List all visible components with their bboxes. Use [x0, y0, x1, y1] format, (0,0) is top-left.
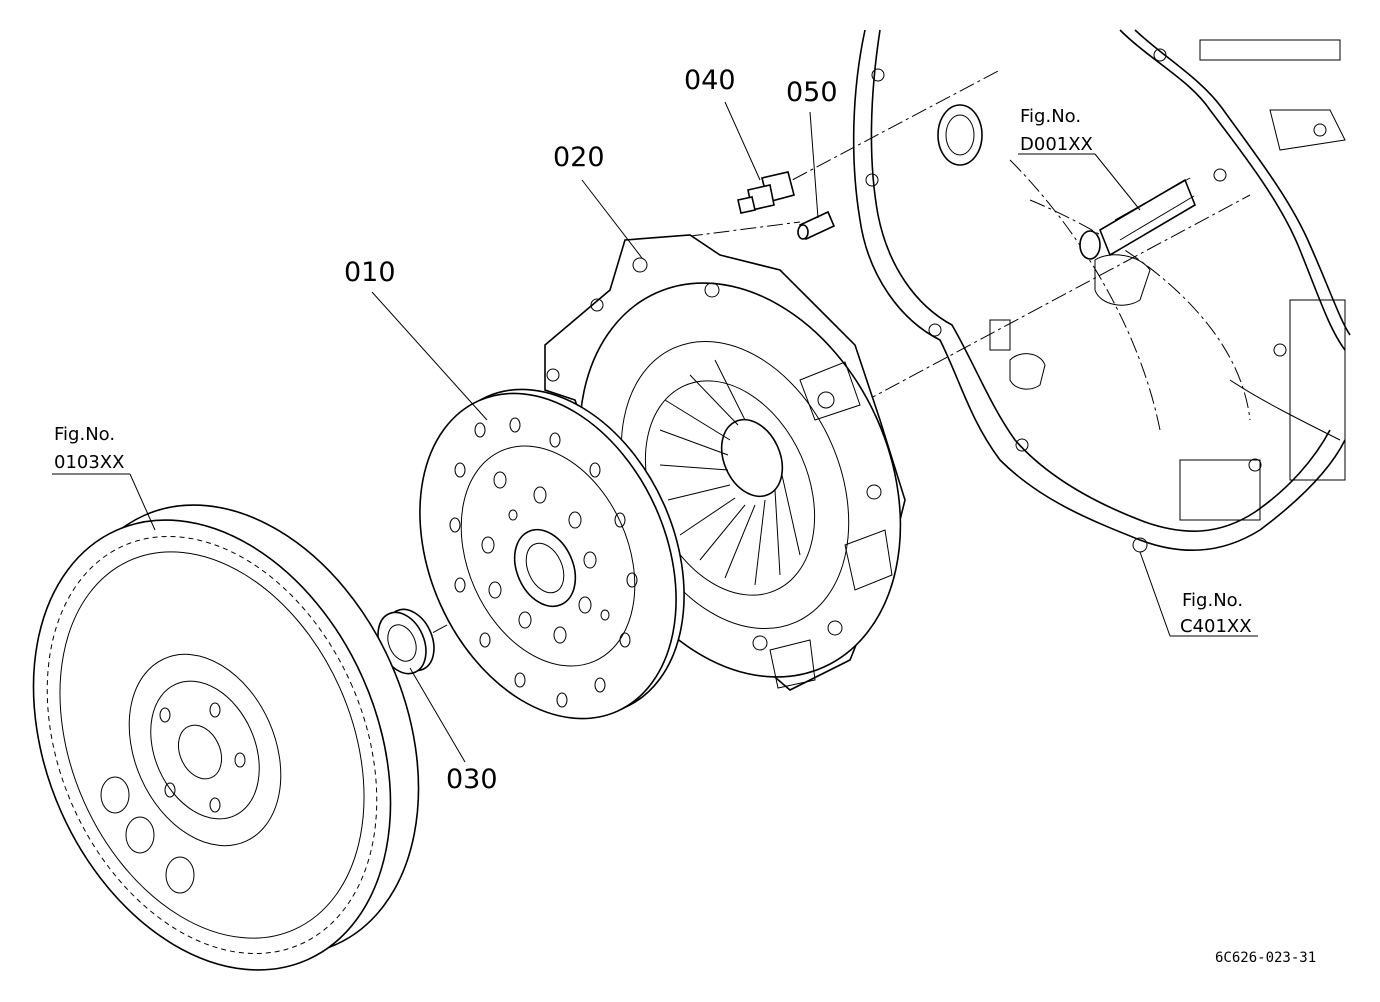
- ref-title-c401xx: Fig.No.: [1182, 590, 1243, 611]
- part-label-040: 040: [684, 65, 736, 96]
- part-label-020: 020: [553, 142, 605, 173]
- ref-code-d001xx: D001XX: [1020, 134, 1093, 155]
- figure-references: Fig.No. 0103XX Fig.No. D001XX Fig.No. C4…: [54, 106, 1252, 637]
- dowel-pin-part-050: [797, 210, 836, 241]
- leader-lines: [52, 101, 1258, 763]
- ref-title-0103xx: Fig.No.: [54, 424, 115, 445]
- part-label-010: 010: [344, 257, 396, 288]
- part-label-050: 050: [786, 77, 838, 108]
- ref-code-0103xx: 0103XX: [54, 452, 124, 473]
- bolt-part-040: [737, 171, 795, 214]
- ref-code-c401xx: C401XX: [1180, 616, 1252, 637]
- part-label-030: 030: [446, 764, 498, 795]
- transmission-housing: [852, 29, 1351, 553]
- ref-title-d001xx: Fig.No.: [1020, 106, 1081, 127]
- drawing-code: 6C626-023-31: [1215, 950, 1316, 966]
- pilot-bearing-part-030: [377, 608, 435, 675]
- flywheel: [32, 504, 420, 971]
- part-labels: 010 020 030 040 050: [344, 65, 838, 795]
- clutch-disc-part-010: [419, 388, 685, 720]
